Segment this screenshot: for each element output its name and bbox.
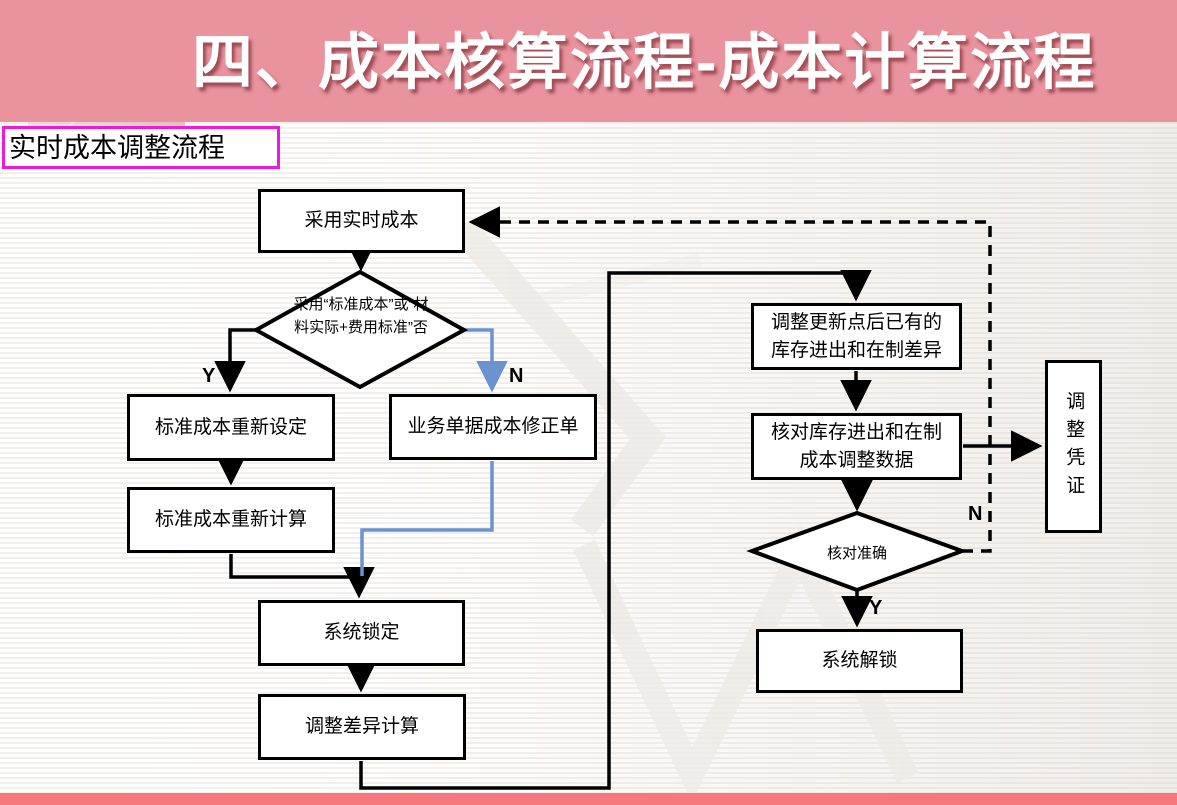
slide-header: 四、成本核算流程-成本计算流程 bbox=[0, 0, 1177, 122]
decision1-text: 采用“标准成本”或“材料实际+费用标准”否 bbox=[293, 296, 429, 336]
slide-title: 四、成本核算流程-成本计算流程 bbox=[192, 28, 1097, 96]
decision2-text: 核对准确 bbox=[826, 545, 887, 562]
node-adjust-voucher: 调整凭证 bbox=[1045, 360, 1102, 533]
connector-decision1-no-blue bbox=[464, 328, 508, 393]
label-no-loop: N bbox=[968, 503, 983, 525]
connector-decision2-no-loop bbox=[468, 206, 992, 553]
connector-decision1-yes bbox=[214, 328, 256, 393]
node-verify-stock-data: 核对库存进出和在制成本调整数据 bbox=[751, 413, 962, 480]
connector-recalc-to-lock bbox=[229, 554, 375, 599]
node-adjust-updated-stock: 调整更新点后已有的库存进出和在制差异 bbox=[751, 303, 962, 370]
label-yes-down: Y bbox=[869, 597, 883, 619]
section-label: 实时成本调整流程 bbox=[2, 126, 280, 169]
node-std-cost-reset: 标准成本重新设定 bbox=[127, 394, 335, 461]
node-adjust-diff-calc: 调整差异计算 bbox=[258, 694, 466, 760]
node-start: 采用实时成本 bbox=[258, 189, 465, 253]
connector-docfix-to-lock-blue bbox=[360, 461, 494, 576]
slide-footer-bar bbox=[0, 793, 1177, 805]
adjust-voucher-text: 调整凭证 bbox=[1063, 390, 1085, 503]
node-std-cost-recalc: 标准成本重新计算 bbox=[127, 487, 335, 553]
decision1-diamond bbox=[251, 269, 469, 390]
label-yes-left: Y bbox=[202, 365, 216, 387]
node-system-lock: 系统锁定 bbox=[258, 600, 465, 666]
connector-adjustcalc-to-update bbox=[359, 270, 872, 790]
node-doc-cost-fix: 业务单据成本修正单 bbox=[389, 394, 597, 460]
decision2-diamond bbox=[746, 510, 968, 593]
node-system-unlock: 系统解锁 bbox=[756, 629, 963, 693]
label-no-right: N bbox=[509, 365, 524, 387]
